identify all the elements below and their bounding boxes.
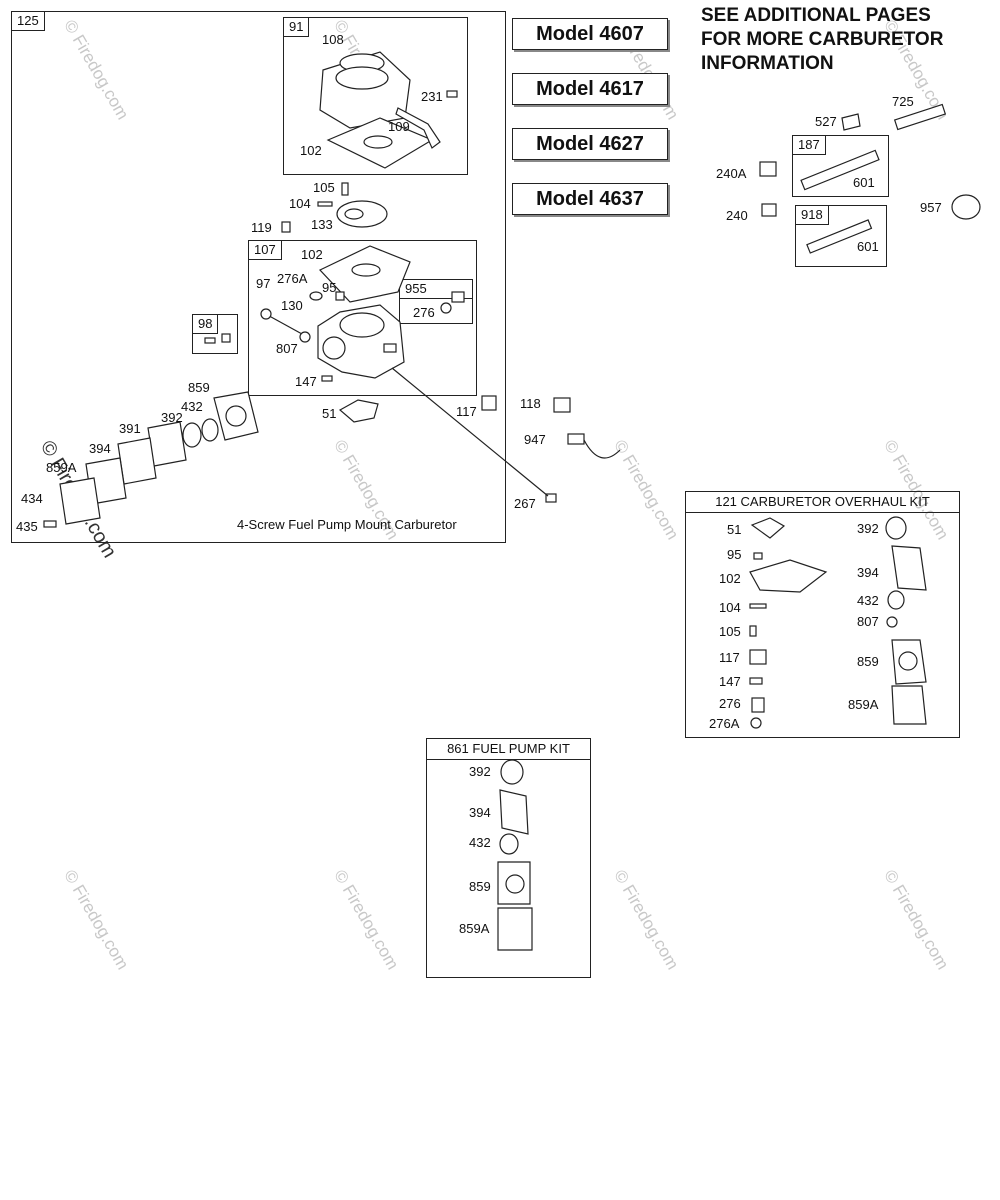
part-label-97[interactable]: 97 — [256, 276, 271, 291]
overhaul-kit-item[interactable]: 276 — [719, 696, 741, 711]
fuel-pump-kit-item[interactable]: 392 — [469, 764, 491, 779]
part-label-108[interactable]: 108 — [322, 32, 344, 47]
gasket-51 — [338, 399, 379, 423]
seal-432 — [201, 418, 219, 442]
note-line-3: INFORMATION — [701, 53, 834, 74]
part-label-119[interactable]: 119 — [251, 220, 272, 235]
fuel-pump-kit-item[interactable]: 432 — [469, 835, 491, 850]
note-line-2: FOR MORE CARBURETOR — [701, 29, 944, 50]
part-label-276[interactable]: 276 — [413, 305, 435, 320]
part-label-807[interactable]: 807 — [276, 341, 298, 356]
overhaul-kit-item[interactable]: 394 — [857, 565, 879, 580]
part-label-231[interactable]: 231 — [421, 89, 443, 104]
part-label-957[interactable]: 957 — [920, 200, 942, 215]
fuel-pump-kit-title: 861 FUEL PUMP KIT — [427, 739, 590, 760]
carburetor-group-frame — [11, 11, 506, 543]
gasket-394 — [117, 437, 157, 485]
part-label-394[interactable]: 394 — [89, 441, 111, 456]
group-107-frame — [248, 240, 477, 396]
group-tag-125[interactable]: 125 — [11, 11, 45, 31]
overhaul-kit-title: 121 CARBURETOR OVERHAUL KIT — [686, 492, 959, 513]
part-label-102[interactable]: 102 — [300, 143, 322, 158]
overhaul-kit-item[interactable]: 859A — [848, 697, 879, 712]
overhaul-kit-item[interactable]: 105 — [719, 624, 741, 639]
part-label-95[interactable]: 95 — [322, 280, 337, 295]
note-line-1: SEE ADDITIONAL PAGES — [701, 5, 931, 26]
part-label-859[interactable]: 859 — [188, 380, 210, 395]
overhaul-kit-panel: 121 CARBURETOR OVERHAUL KIT — [685, 491, 960, 738]
group-91-frame — [283, 17, 468, 175]
group-187-frame — [792, 135, 889, 197]
part-label-105[interactable]: 105 — [313, 180, 335, 195]
overhaul-kit-item[interactable]: 147 — [719, 674, 741, 689]
overhaul-kit-item[interactable]: 392 — [857, 521, 879, 536]
part-label-267[interactable]: 267 — [514, 496, 536, 511]
part-label-118[interactable]: 118 — [520, 396, 541, 411]
overhaul-kit-item[interactable]: 104 — [719, 600, 741, 615]
part-label-434[interactable]: 434 — [21, 491, 43, 506]
overhaul-kit-item[interactable]: 95 — [727, 547, 742, 562]
additional-pages-note: SEE ADDITIONAL PAGES FOR MORE CARBURETOR… — [701, 4, 943, 76]
part-label-147[interactable]: 147 — [295, 374, 317, 389]
part-label-109[interactable]: 109 — [388, 119, 410, 134]
part-label-130[interactable]: 130 — [281, 298, 303, 313]
model-4607-button[interactable]: Model 4607 — [512, 18, 668, 50]
part-label-947[interactable]: 947 — [524, 432, 546, 447]
overhaul-kit-item[interactable]: 807 — [857, 614, 879, 629]
part-label-859A[interactable]: 859A — [46, 460, 77, 475]
fuel-pump-kit-item[interactable]: 859A — [459, 921, 490, 936]
part-label-276A[interactable]: 276A — [277, 271, 308, 286]
fuel-pump-kit-panel: 861 FUEL PUMP KIT — [426, 738, 591, 978]
part-label-391[interactable]: 391 — [119, 421, 141, 436]
part-label-240[interactable]: 240 — [726, 208, 748, 223]
overhaul-kit-item[interactable]: 102 — [719, 571, 741, 586]
fuel-pump-kit-item[interactable]: 394 — [469, 805, 491, 820]
diagram-caption: 4-Screw Fuel Pump Mount Carburetor — [237, 517, 457, 532]
part-label-601[interactable]: 601 — [857, 239, 879, 254]
part-label-432[interactable]: 432 — [181, 399, 203, 414]
part-label-435[interactable]: 435 — [16, 519, 38, 534]
group-tag-98[interactable]: 98 — [192, 314, 219, 334]
part-label-527[interactable]: 527 — [815, 114, 837, 129]
part-label-601[interactable]: 601 — [853, 175, 875, 190]
group-tag-918[interactable]: 918 — [795, 205, 829, 225]
fuel-pump-kit-item[interactable]: 859 — [469, 879, 491, 894]
model-4637-button[interactable]: Model 4637 — [512, 183, 668, 215]
part-label-102[interactable]: 102 — [301, 247, 323, 262]
overhaul-kit-item[interactable]: 117 — [719, 650, 740, 665]
part-label-104[interactable]: 104 — [289, 196, 311, 211]
cover-434 — [59, 477, 101, 525]
overhaul-kit-item[interactable]: 432 — [857, 593, 879, 608]
group-918-frame — [795, 205, 887, 267]
group-tag-91[interactable]: 91 — [283, 17, 310, 37]
overhaul-kit-item[interactable]: 276A — [709, 716, 740, 731]
model-4617-button[interactable]: Model 4617 — [512, 73, 668, 105]
group-tag-107[interactable]: 107 — [248, 240, 282, 260]
part-label-133[interactable]: 133 — [311, 217, 333, 232]
group-tag-187[interactable]: 187 — [792, 135, 826, 155]
part-label-117[interactable]: 117 — [456, 404, 477, 419]
part-label-392[interactable]: 392 — [161, 410, 183, 425]
overhaul-kit-item[interactable]: 51 — [727, 522, 742, 537]
part-label-725[interactable]: 725 — [892, 94, 914, 109]
model-4627-button[interactable]: Model 4627 — [512, 128, 668, 160]
overhaul-kit-item[interactable]: 859 — [857, 654, 879, 669]
seal-392 — [182, 422, 202, 448]
part-label-240A[interactable]: 240A — [716, 166, 747, 181]
part-label-51[interactable]: 51 — [322, 406, 337, 421]
